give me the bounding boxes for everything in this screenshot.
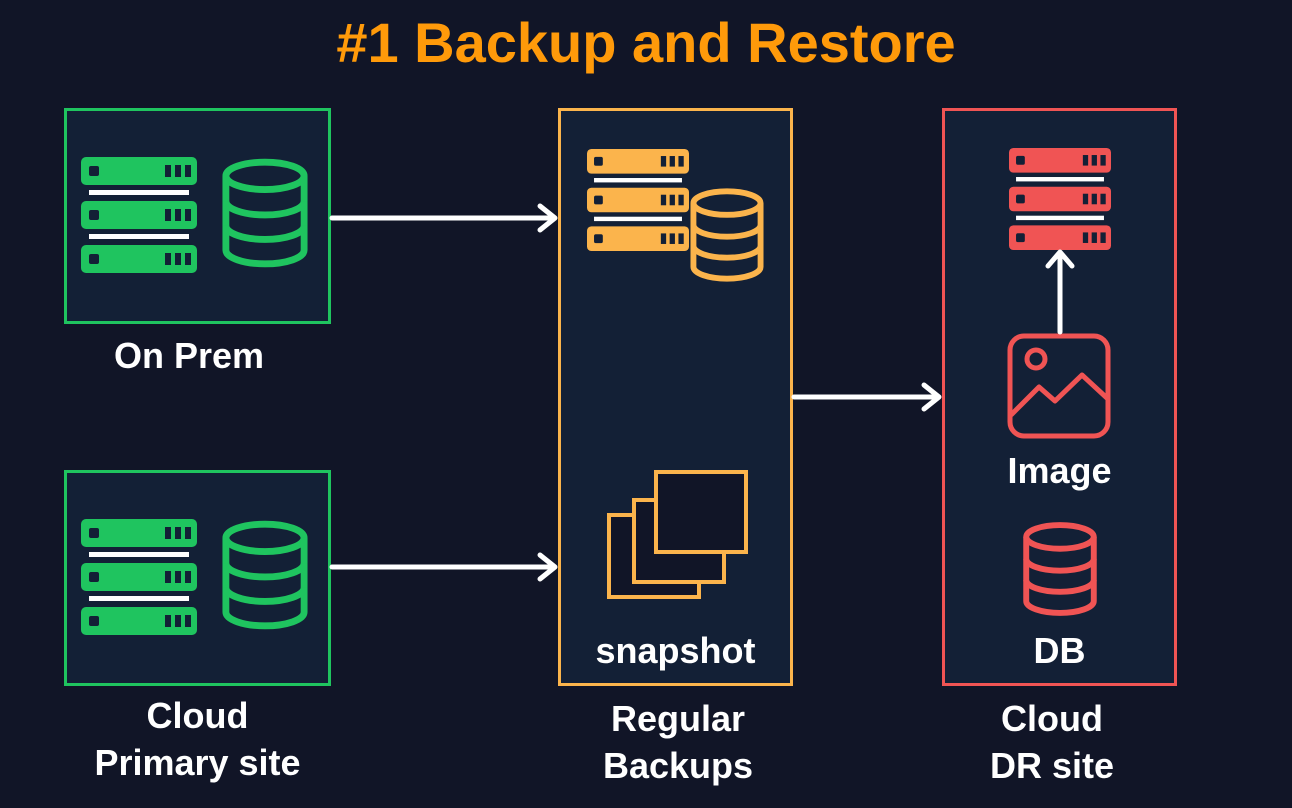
arrow-on-prem-to-backups (329, 203, 558, 233)
on-prem-label: On Prem (113, 335, 265, 376)
image-icon (1007, 333, 1111, 439)
db-label: DB (1033, 630, 1086, 671)
cloud-primary-label-line1: Cloud (146, 695, 249, 736)
arrow-image-to-server (1045, 249, 1075, 335)
arrow-cloud-primary-to-backups (329, 552, 558, 582)
cloud-dr-label-line1: Cloud (1001, 698, 1103, 739)
cloud-primary-label: Cloud Primary site (64, 692, 331, 786)
cloud-primary-label-line2: Primary site (94, 742, 301, 783)
regular-backups-label: Regular Backups (558, 695, 798, 789)
snapshot-icon (607, 470, 748, 599)
image-label: Image (1007, 450, 1112, 491)
regular-backups-label-line2: Backups (602, 745, 754, 786)
cloud-dr-label: Cloud DR site (942, 695, 1162, 789)
page-title: #1 Backup and Restore (336, 11, 956, 74)
cloud-dr-label-line2: DR site (989, 745, 1115, 786)
snapshot-label: snapshot (595, 630, 756, 671)
arrow-backups-to-dr (791, 382, 942, 412)
regular-backups-label-line1: Regular (610, 698, 746, 739)
